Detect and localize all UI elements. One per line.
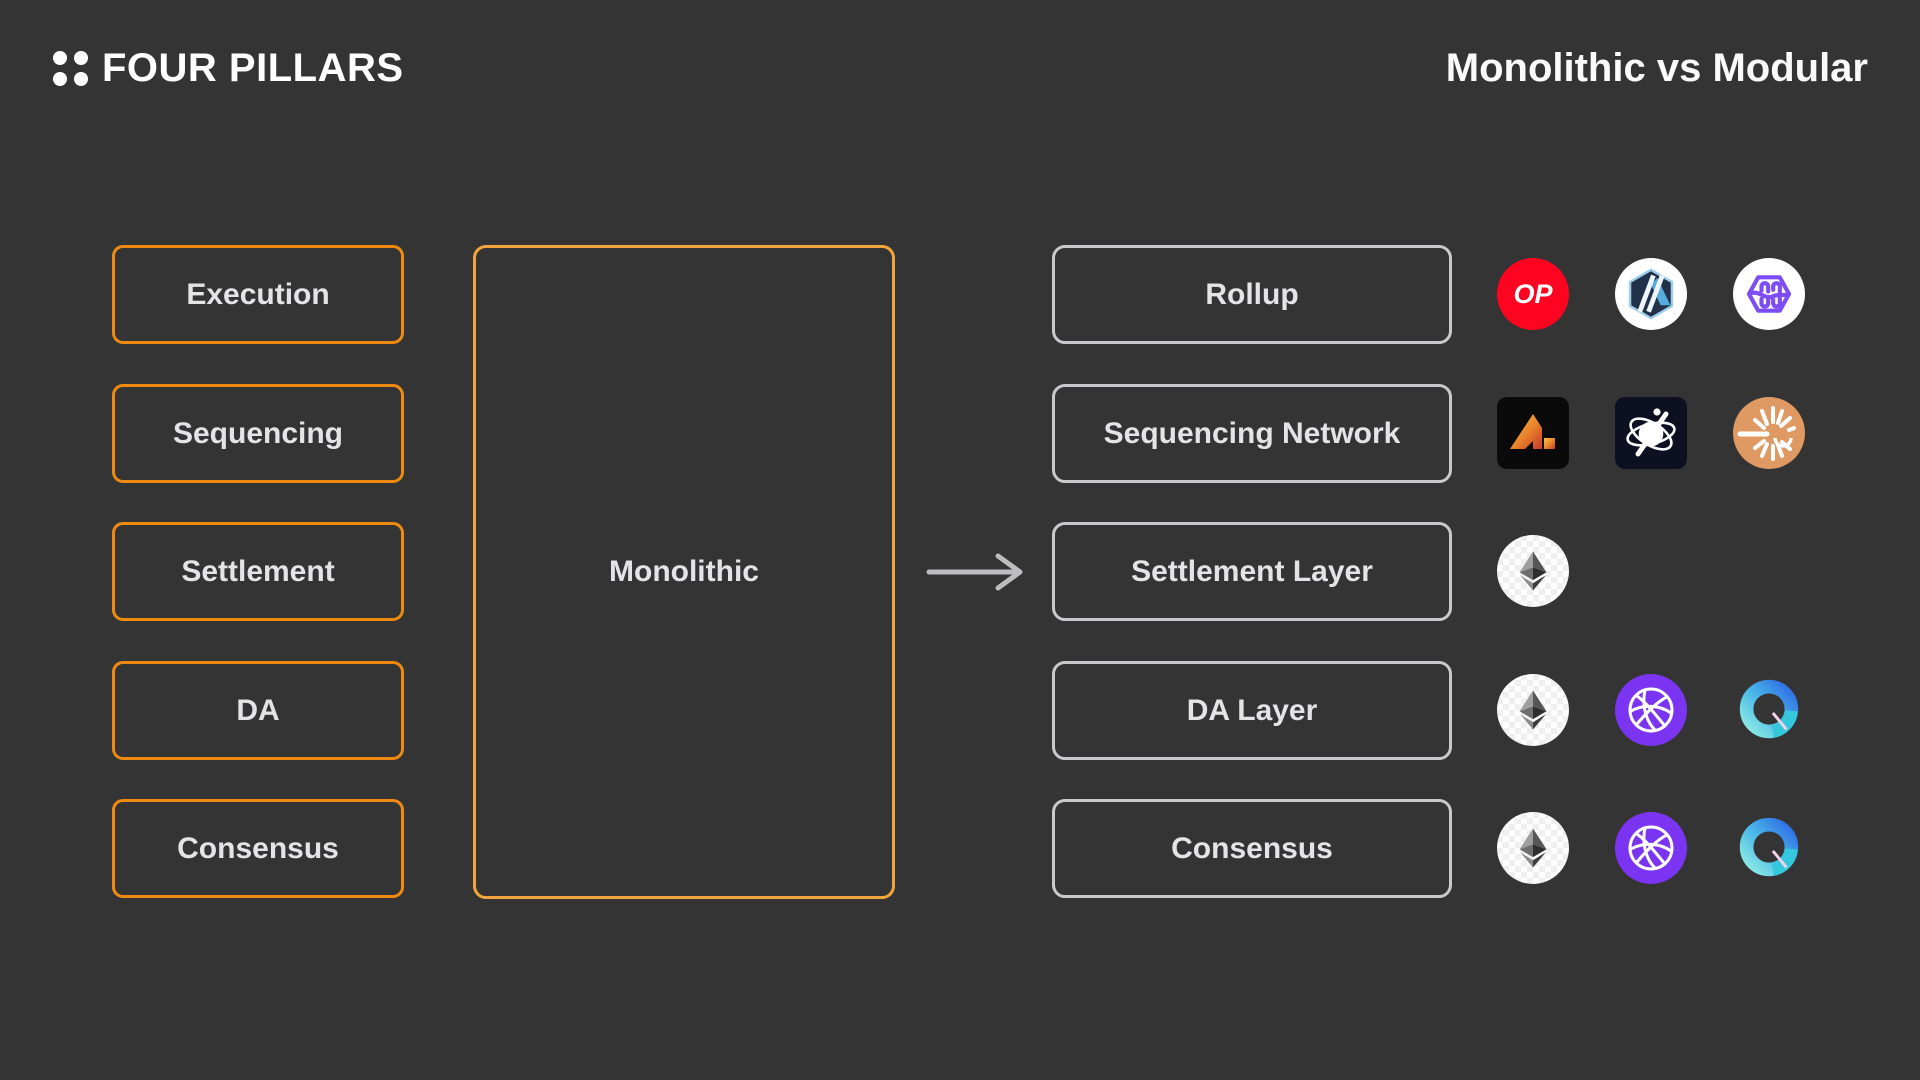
arbitrum-icon <box>1615 258 1687 330</box>
pillar-box-consensus: Consensus <box>112 799 404 898</box>
astria-icon <box>1497 397 1569 469</box>
modular-label: Consensus <box>1171 831 1333 865</box>
monolithic-label: Monolithic <box>609 555 759 588</box>
modular-box-sequencing-network: Sequencing Network <box>1052 384 1452 483</box>
arrow-icon <box>926 553 1023 591</box>
optimism-wordmark: OP <box>1513 278 1553 309</box>
page-title: Monolithic vs Modular <box>1445 46 1868 90</box>
pillar-box-execution: Execution <box>112 245 404 344</box>
modular-box-consensus: Consensus <box>1052 799 1452 898</box>
celestia-icon <box>1615 812 1687 884</box>
modular-label: Rollup <box>1205 277 1299 311</box>
monolithic-box: Monolithic <box>473 245 895 899</box>
pillar-label: Settlement <box>181 554 335 588</box>
radius-icon <box>1733 397 1805 469</box>
pillar-label: Sequencing <box>172 416 344 450</box>
pillar-box-sequencing: Sequencing <box>112 384 404 483</box>
modular-box-rollup: Rollup <box>1052 245 1452 344</box>
celestia-icon <box>1615 674 1687 746</box>
pillar-label: Execution <box>186 277 330 311</box>
pillar-box-da: DA <box>112 661 404 760</box>
pillar-label: Consensus <box>177 831 339 865</box>
espresso-icon <box>1615 397 1687 469</box>
ethereum-icon <box>1497 535 1569 607</box>
ethereum-icon <box>1497 812 1569 884</box>
pillar-box-settlement: Settlement <box>112 522 404 621</box>
four-dots-icon <box>53 50 88 86</box>
four-pillars-logo: FOUR PILLARS <box>53 48 404 88</box>
ethereum-icon <box>1497 674 1569 746</box>
modular-label: Settlement Layer <box>1131 554 1373 588</box>
modular-box-settlement-layer: Settlement Layer <box>1052 522 1452 621</box>
modular-box-da-layer: DA Layer <box>1052 661 1452 760</box>
pillar-label: DA <box>236 693 280 727</box>
brand-name: FOUR PILLARS <box>102 46 404 90</box>
avail-icon <box>1733 674 1805 746</box>
modular-label: DA Layer <box>1186 693 1318 727</box>
avail-icon <box>1733 812 1805 884</box>
modular-label: Sequencing Network <box>1103 416 1401 450</box>
purple-hexagon-icon <box>1733 258 1805 330</box>
optimism-icon: OP <box>1497 258 1569 330</box>
